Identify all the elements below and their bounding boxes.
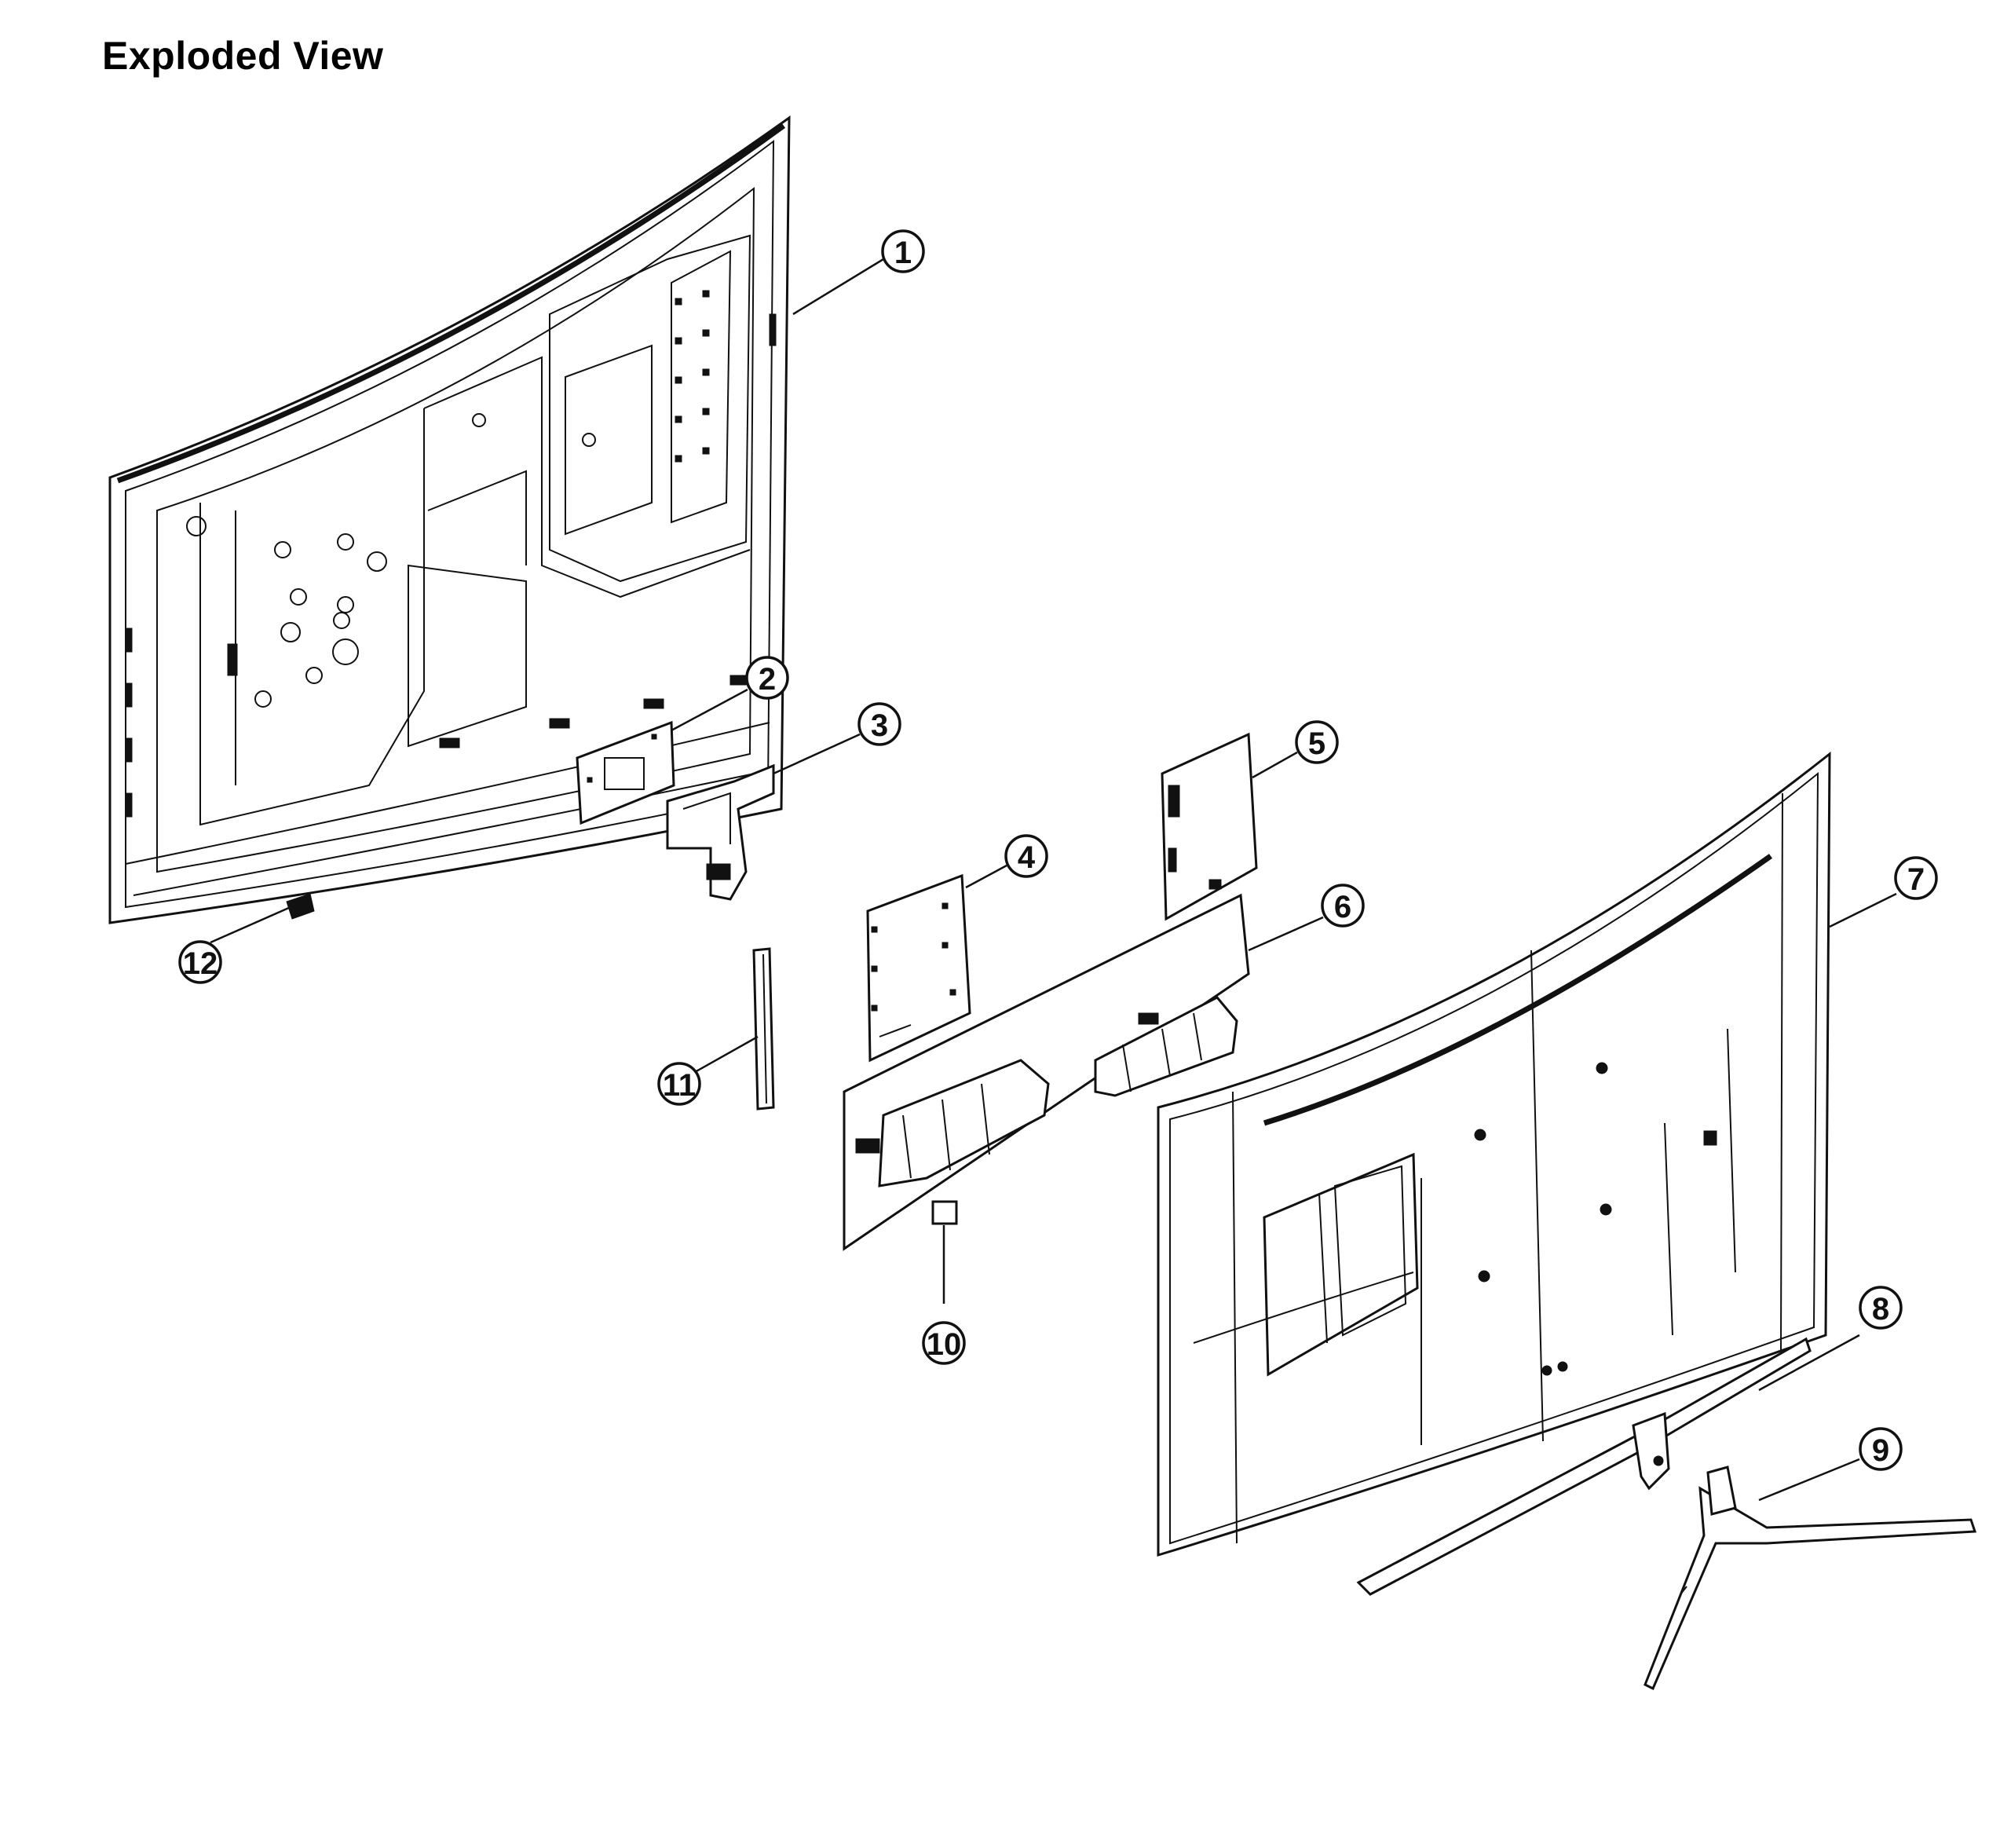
part-screw — [286, 893, 315, 920]
part-small-board — [576, 720, 675, 825]
svg-text:3: 3 — [871, 708, 888, 743]
callout-9: 9 — [1859, 1427, 1903, 1471]
callout-7: 7 — [1894, 856, 1938, 900]
svg-text:8: 8 — [1872, 1292, 1889, 1327]
svg-text:11: 11 — [663, 1068, 696, 1103]
svg-text:5: 5 — [1308, 726, 1325, 761]
svg-text:10: 10 — [927, 1327, 962, 1362]
svg-text:7: 7 — [1907, 862, 1925, 897]
callout-10: 10 — [922, 1321, 966, 1365]
callout-1: 1 — [881, 229, 925, 273]
callout-5: 5 — [1295, 720, 1339, 764]
svg-text:9: 9 — [1872, 1433, 1889, 1468]
callout-11: 11 — [657, 1062, 701, 1106]
callout-6: 6 — [1321, 884, 1365, 928]
part-power-board — [1161, 732, 1258, 921]
callout-2: 2 — [745, 656, 789, 700]
svg-text:2: 2 — [759, 662, 776, 697]
page-title: Exploded View — [102, 34, 384, 78]
svg-text:6: 6 — [1334, 890, 1351, 924]
part-stand-neck — [1356, 1337, 1812, 1596]
leader-lines — [210, 258, 1897, 1502]
part-front-frame — [108, 115, 791, 924]
callout-8: 8 — [1859, 1286, 1903, 1330]
part-main-board — [866, 873, 971, 1063]
part-clip — [931, 1200, 958, 1225]
part-speaker-assembly — [843, 893, 1250, 1251]
callout-4: 4 — [1004, 834, 1048, 878]
svg-text:12: 12 — [183, 946, 218, 981]
svg-text:1: 1 — [894, 236, 912, 270]
callout-12: 12 — [178, 940, 222, 984]
part-rear-cover — [1157, 751, 1831, 1557]
part-stand-base — [1644, 1466, 1977, 1691]
callout-3: 3 — [857, 702, 901, 746]
part-bracket — [666, 763, 775, 901]
svg-text:4: 4 — [1018, 840, 1036, 875]
part-bar — [752, 947, 775, 1111]
